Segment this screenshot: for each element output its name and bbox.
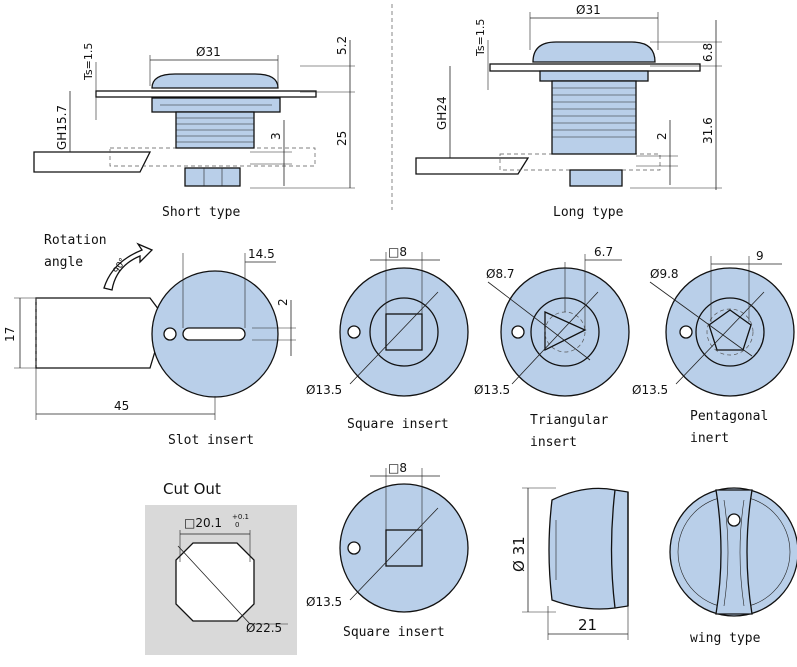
- triangular-dia: Ø13.5: [474, 383, 510, 397]
- square2-dia: Ø13.5: [306, 595, 342, 609]
- cutout-dia: Ø22.5: [246, 621, 282, 635]
- wing-caption: wing type: [690, 631, 761, 646]
- short-gh: GH15.7: [55, 105, 69, 150]
- pentagonal-keyway: [708, 309, 752, 351]
- wing-side-body: [548, 487, 629, 610]
- rotation-label-line2: angle: [44, 255, 83, 270]
- slot-d45: 45: [114, 399, 129, 413]
- short-stub: [184, 167, 241, 187]
- cutout-title: Cut Out: [163, 480, 221, 498]
- triangular-caption-line1: Triangular: [530, 413, 608, 428]
- triangular-caption-line2: insert: [530, 435, 577, 450]
- pentagonal-insert-view: 9 Ø9.8 Ø13.5 Pentagonal inert: [632, 249, 795, 446]
- pentagonal-d98: Ø9.8: [650, 267, 679, 281]
- square-insert-view: □8 Ø13.5 Square insert: [306, 245, 469, 432]
- long-stub: [569, 169, 623, 187]
- pentagonal-insert-face: [665, 267, 795, 397]
- short-caption: Short type: [162, 205, 240, 220]
- square2-insert-face: [339, 483, 469, 613]
- long-cam: [415, 157, 530, 175]
- wing-type-view: Ø 31 21 wing type: [510, 487, 797, 646]
- pentagonal-d9: 9: [756, 249, 764, 263]
- wing-key-hole: [727, 513, 741, 527]
- slot-caption: Slot insert: [168, 433, 254, 448]
- short-d25: 25: [335, 131, 349, 146]
- short-ts: Ts=1.5: [82, 43, 95, 81]
- long-panel-plate: [489, 63, 701, 72]
- slot-d145: 14.5: [248, 247, 275, 261]
- cutout-sq: □20.1: [184, 516, 222, 530]
- triangular-insert-view: 6.7 Ø8.7 Ø13.5 Triangular insert: [474, 245, 630, 450]
- cutout-tol-plus: +0.1: [232, 513, 249, 521]
- slot-insert-view: Rotation angle 90° 14.5 2 17 45 Slot ins…: [3, 233, 296, 448]
- short-cap: [151, 73, 279, 89]
- wing-handle: [715, 489, 753, 615]
- square-insert-face: [339, 267, 469, 397]
- pentagonal-caption-line2: inert: [690, 431, 729, 446]
- pentagonal-caption-line1: Pentagonal: [690, 409, 768, 424]
- slot-d17: 17: [3, 327, 17, 342]
- long-cap: [532, 41, 656, 63]
- short-cam: [33, 151, 152, 173]
- short-type-view: Ø31 Ts=1.5 GH15.7 5.2 25 3 Short type: [33, 36, 355, 220]
- short-panel-plate: [95, 90, 317, 98]
- square-caption: Square insert: [347, 417, 449, 432]
- square-sq: □8: [388, 245, 407, 259]
- wing-d31: Ø 31: [510, 536, 528, 572]
- slot-d2: 2: [276, 298, 290, 306]
- square-dia: Ø13.5: [306, 383, 342, 397]
- slot-keyway: [182, 327, 246, 341]
- rotation-label-line1: Rotation: [44, 233, 107, 248]
- wing-d21: 21: [578, 616, 597, 634]
- triangular-d87: Ø8.7: [486, 267, 515, 281]
- slot-pin-hole: [163, 327, 177, 341]
- cutout-tol-zero: 0: [235, 521, 239, 529]
- long-caption: Long type: [553, 205, 624, 220]
- slot-cam: [35, 297, 166, 369]
- short-d52: 5.2: [335, 36, 349, 55]
- square2-keyway: [385, 529, 423, 567]
- long-body: [551, 80, 637, 155]
- long-ts: Ts=1.5: [474, 19, 487, 57]
- square-insert-view-2: □8 Ø13.5 Square insert: [306, 461, 469, 640]
- cutout-shape: [175, 542, 255, 622]
- triangular-d67: 6.7: [594, 245, 613, 259]
- rotation-arrow: [103, 242, 154, 291]
- pentagonal-dia: Ø13.5: [632, 383, 668, 397]
- long-gh: GH24: [435, 96, 449, 130]
- square2-sq: □8: [388, 461, 407, 475]
- short-d3: 3: [269, 132, 283, 140]
- cutout-view: Cut Out □20.1 +0.1 0 Ø22.5: [145, 480, 297, 655]
- square-keyway: [385, 313, 423, 351]
- long-d31: Ø31: [576, 3, 601, 17]
- short-d31: Ø31: [196, 45, 221, 59]
- long-d68: 6.8: [701, 43, 715, 62]
- long-type-view: Ø31 Ts=1.5 GH24 6.8 31.6 2 Long type: [415, 3, 722, 220]
- square2-caption: Square insert: [343, 625, 445, 640]
- long-nut: [539, 70, 649, 82]
- long-d316: 31.6: [701, 117, 715, 144]
- long-d2: 2: [655, 132, 669, 140]
